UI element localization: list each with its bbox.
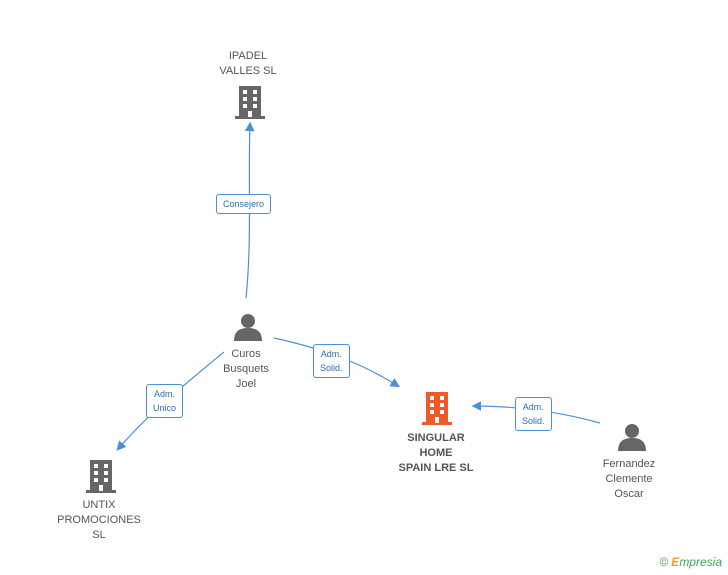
node-label-untix: UNTIX PROMOCIONES SL [57,499,141,541]
edge-label-adm-solid-2[interactable]: Adm. Solid. [515,397,552,431]
person-icon[interactable] [617,422,647,452]
edge-label-adm-unico[interactable]: Adm. Unico [146,384,184,418]
node-label-curos: Curos Busquets Joel [223,348,269,390]
node-label-singular: SINGULAR HOME SPAIN LRE SL [398,432,474,474]
building-icon[interactable] [421,390,453,426]
person-icon[interactable] [233,312,263,342]
node-label-ipadel: IPADEL VALLES SL [219,50,277,77]
building-icon[interactable] [85,458,117,494]
copyright-symbol: © [659,555,669,569]
building-icon[interactable] [234,84,266,120]
brand-logo: ©Empresia [659,555,722,569]
node-label-fernandez: Fernandez Clemente Oscar [602,458,656,500]
brand-initial: E [671,555,680,569]
brand-name: mpresia [679,555,722,569]
edge-label-adm-solid-1[interactable]: Adm. Solid. [313,344,350,378]
edge-label-consejero[interactable]: Consejero [216,194,272,214]
